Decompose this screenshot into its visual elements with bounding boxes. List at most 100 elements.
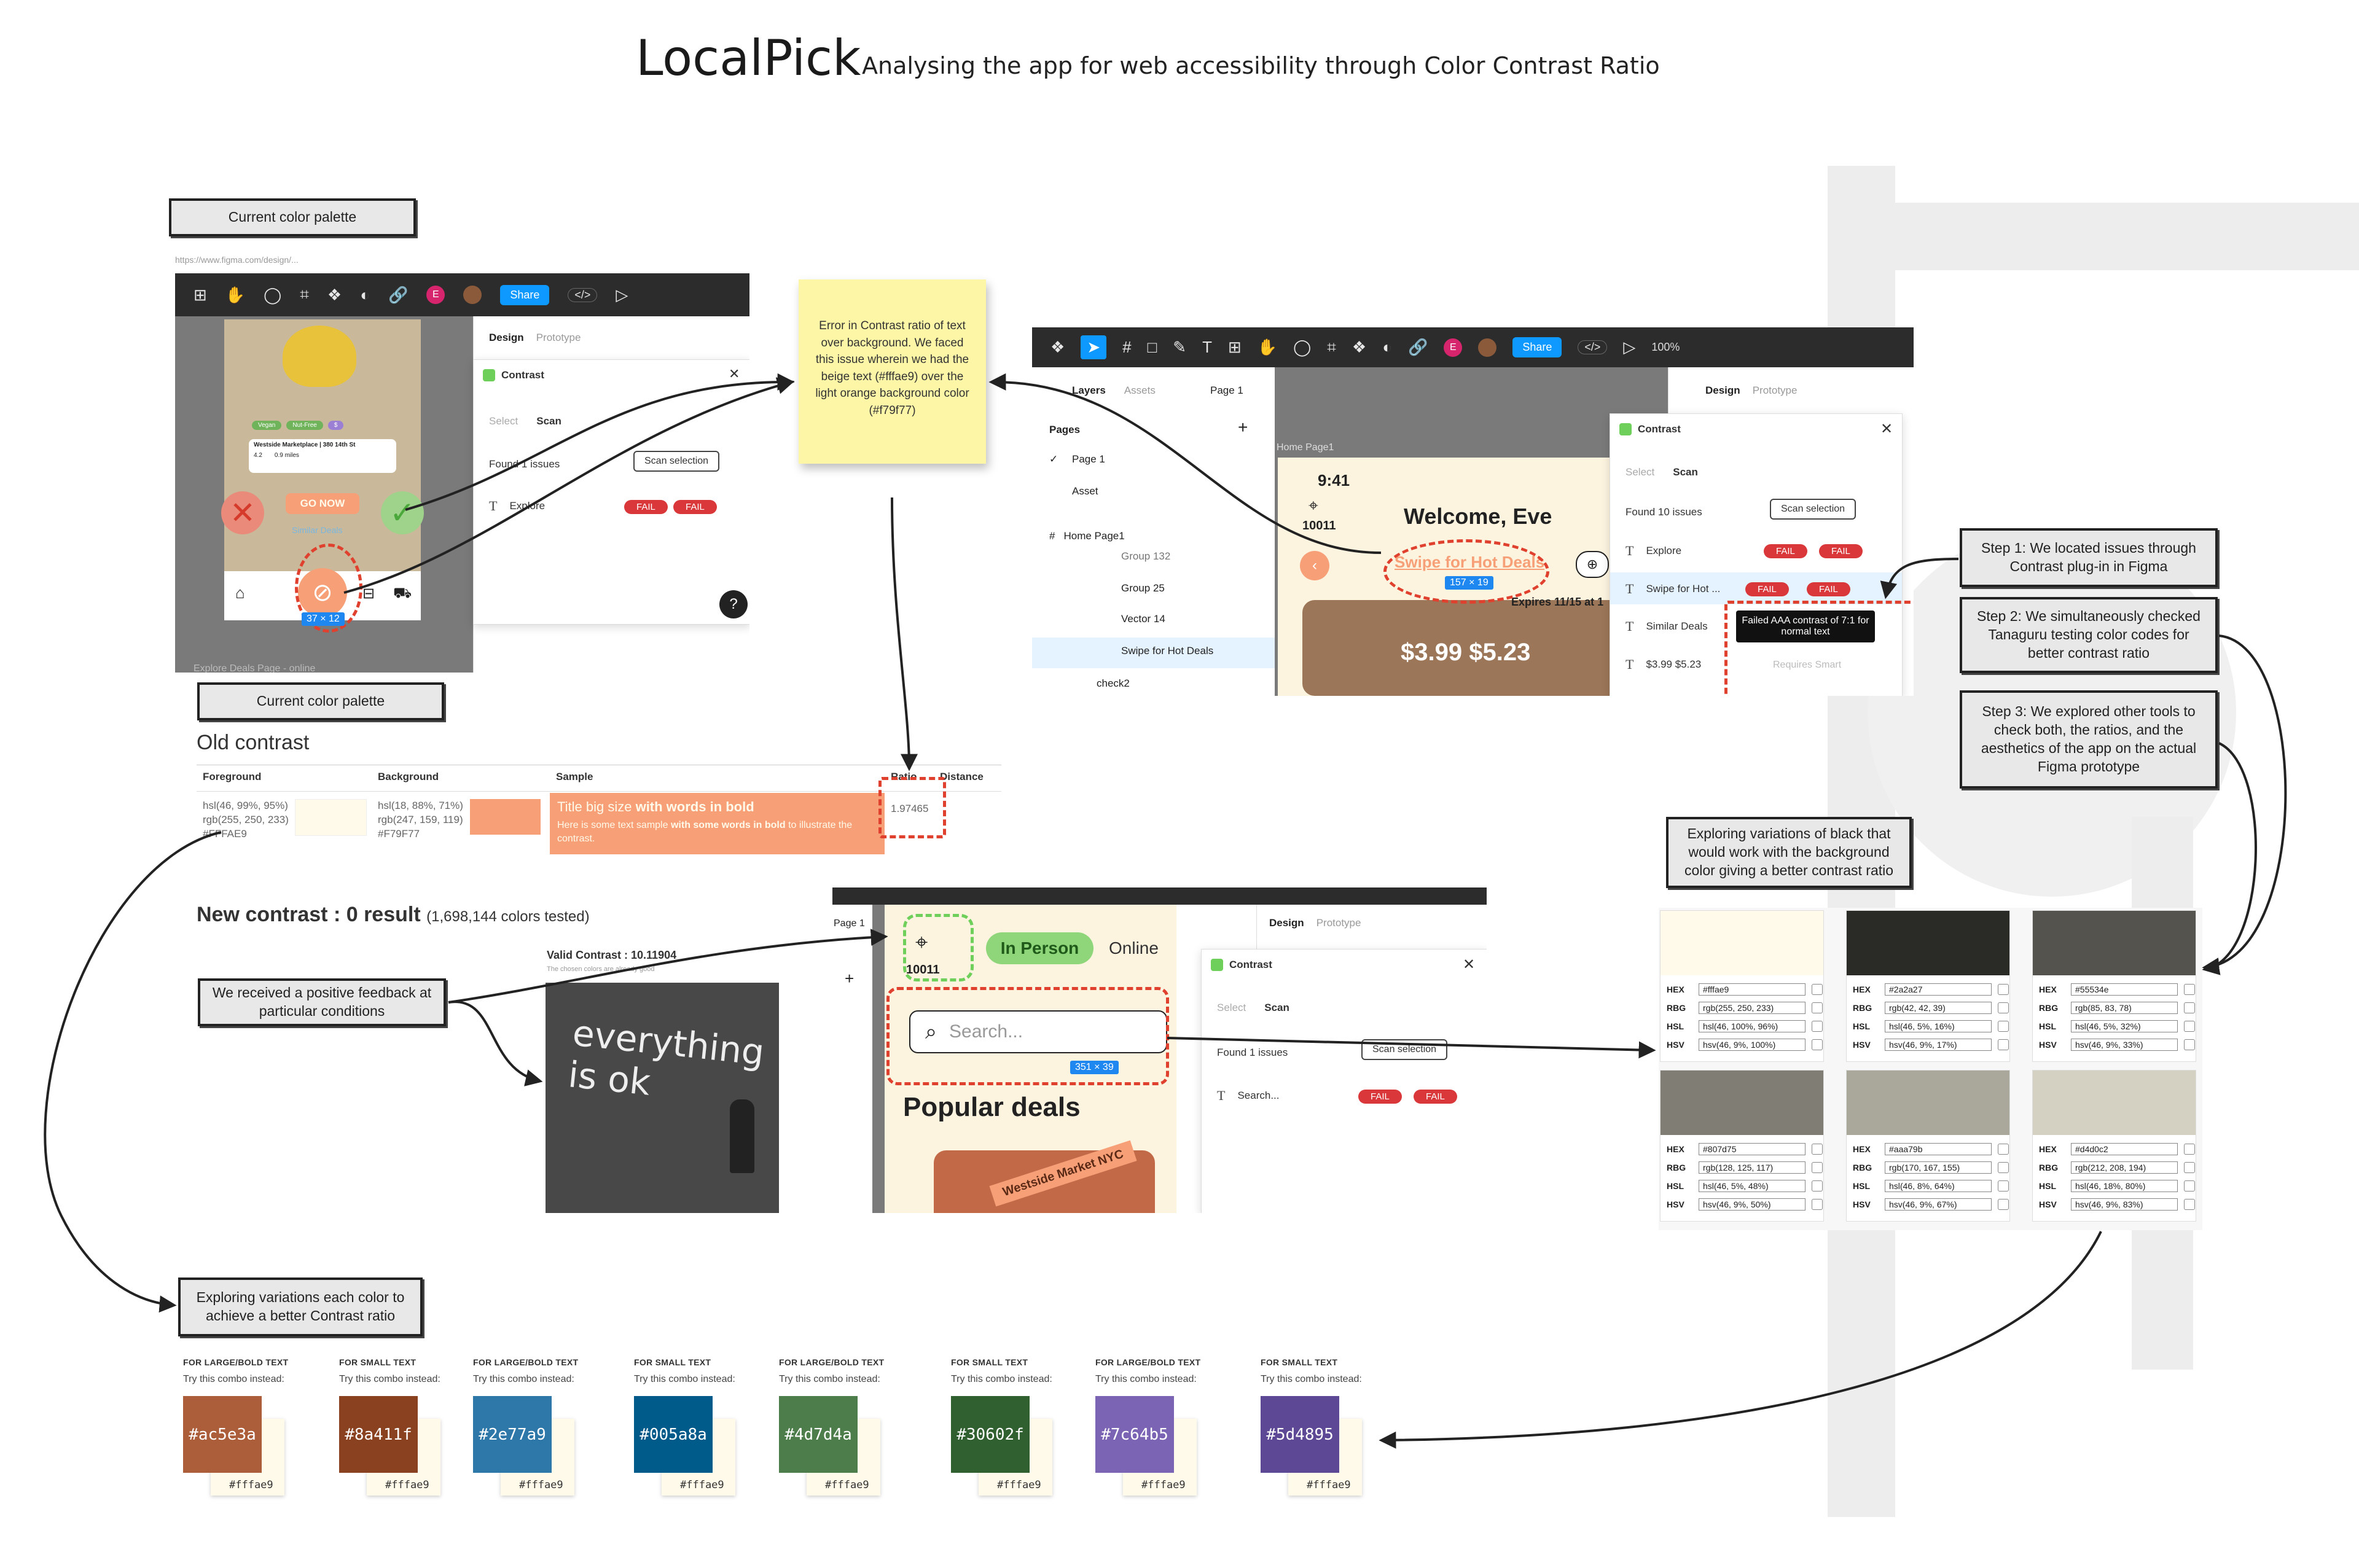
copy-icon[interactable] bbox=[1812, 984, 1823, 995]
swatch-value-field[interactable]: rgb(255, 250, 233) bbox=[1699, 1002, 1805, 1014]
swatch-value-field[interactable]: hsl(46, 8%, 64%) bbox=[1885, 1180, 1992, 1192]
swatch-value-field[interactable]: rgb(128, 125, 117) bbox=[1699, 1161, 1805, 1174]
layer-group-25[interactable]: Group 25 bbox=[1121, 582, 1165, 594]
copy-icon[interactable] bbox=[1998, 1162, 2009, 1173]
swatch-value-field[interactable]: hsl(46, 100%, 96%) bbox=[1699, 1020, 1805, 1032]
link-icon[interactable]: 🔗 bbox=[1407, 338, 1428, 356]
tab-design[interactable]: Design bbox=[489, 332, 524, 343]
code-icon[interactable]: </> bbox=[1578, 340, 1608, 354]
online-toggle[interactable]: Online bbox=[1109, 938, 1159, 958]
scan-selection-button[interactable]: Scan selection bbox=[633, 451, 720, 472]
copy-icon[interactable] bbox=[2184, 1180, 2195, 1192]
tab-assets[interactable]: Assets bbox=[1124, 384, 1156, 396]
copy-icon[interactable] bbox=[1812, 1162, 1823, 1173]
share-button[interactable]: Share bbox=[1512, 337, 1562, 357]
swatch-value-field[interactable]: hsl(46, 5%, 16%) bbox=[1885, 1020, 1992, 1032]
component-icon[interactable]: ❖ bbox=[1352, 338, 1367, 356]
zoom-level[interactable]: 100% bbox=[1651, 341, 1680, 353]
swatch-value-field[interactable]: hsv(46, 9%, 100%) bbox=[1699, 1039, 1805, 1051]
tab-select[interactable]: Select bbox=[1217, 1002, 1246, 1013]
move-icon[interactable]: ⊞ bbox=[194, 285, 207, 304]
reject-icon[interactable]: ✕ bbox=[221, 491, 264, 534]
tab-prototype[interactable]: Prototype bbox=[1316, 917, 1361, 929]
page-select[interactable]: Page 1 bbox=[1210, 384, 1243, 396]
copy-icon[interactable] bbox=[2184, 984, 2195, 995]
hand-icon[interactable]: ✋ bbox=[1257, 338, 1278, 356]
copy-icon[interactable] bbox=[2184, 1144, 2195, 1155]
layer-group-132[interactable]: Group 132 bbox=[1121, 550, 1171, 562]
swatch-value-field[interactable]: rgb(42, 42, 39) bbox=[1885, 1002, 1992, 1014]
accept-icon[interactable]: ✓ bbox=[381, 491, 424, 534]
home-icon[interactable]: ⌂ bbox=[235, 583, 245, 602]
figma-menu-icon[interactable]: ❖ bbox=[1050, 338, 1065, 356]
swatch-value-field[interactable]: #fffae9 bbox=[1699, 983, 1805, 996]
move-tool-icon[interactable]: ➤ bbox=[1081, 335, 1107, 359]
swatch-value-field[interactable]: hsl(46, 5%, 32%) bbox=[2071, 1020, 2178, 1032]
tab-design[interactable]: Design bbox=[1269, 917, 1304, 929]
swatch-value-field[interactable]: hsv(46, 9%, 67%) bbox=[1885, 1198, 1992, 1211]
globe-icon[interactable]: ⊕ bbox=[1576, 551, 1609, 578]
close-icon[interactable]: ✕ bbox=[1463, 956, 1476, 973]
contrast-icon[interactable]: ◐ bbox=[360, 285, 370, 304]
page-select[interactable]: Page 1 bbox=[834, 918, 865, 929]
map-icon[interactable]: ⊟ bbox=[362, 585, 375, 602]
in-person-toggle[interactable]: In Person bbox=[986, 932, 1093, 964]
swatch-value-field[interactable]: #d4d0c2 bbox=[2071, 1143, 2178, 1155]
copy-icon[interactable] bbox=[1998, 1180, 2009, 1192]
close-icon[interactable]: ✕ bbox=[729, 366, 740, 381]
scan-selection-button[interactable]: Scan selection bbox=[1770, 499, 1856, 520]
home-page-layer[interactable]: Home Page1 bbox=[1063, 530, 1125, 542]
copy-icon[interactable] bbox=[2184, 1199, 2195, 1210]
copy-icon[interactable] bbox=[1812, 1039, 1823, 1050]
avatar[interactable]: E bbox=[1444, 338, 1463, 357]
row-explore[interactable]: Explore bbox=[1646, 545, 1682, 556]
swatch-value-field[interactable]: #2a2a27 bbox=[1885, 983, 1992, 996]
frame-tool-icon[interactable]: # bbox=[1122, 338, 1132, 356]
hand-icon[interactable]: ✋ bbox=[225, 285, 246, 304]
tab-prototype[interactable]: Prototype bbox=[536, 332, 581, 343]
resources-icon[interactable]: ⊞ bbox=[1227, 338, 1242, 356]
row-search[interactable]: Search... bbox=[1237, 1090, 1280, 1101]
swatch-value-field[interactable]: rgb(212, 208, 194) bbox=[2071, 1161, 2178, 1174]
copy-icon[interactable] bbox=[1812, 1180, 1823, 1192]
similar-deals-link[interactable]: Similar Deals bbox=[292, 525, 343, 535]
tab-scan[interactable]: Scan bbox=[1673, 466, 1698, 478]
scan-selection-button[interactable]: Scan selection bbox=[1361, 1039, 1448, 1060]
copy-icon[interactable] bbox=[1998, 1021, 2009, 1032]
swatch-value-field[interactable]: hsv(46, 9%, 17%) bbox=[1885, 1039, 1992, 1051]
tab-layers[interactable]: Layers bbox=[1072, 384, 1106, 396]
add-icon[interactable]: + bbox=[845, 969, 855, 988]
code-icon[interactable]: </> bbox=[568, 287, 598, 302]
layer-swipe-selected[interactable] bbox=[1032, 638, 1275, 668]
copy-icon[interactable] bbox=[2184, 1039, 2195, 1050]
copy-icon[interactable] bbox=[1998, 1144, 2009, 1155]
avatar-photo[interactable] bbox=[1478, 338, 1497, 357]
play-icon[interactable]: ▷ bbox=[616, 285, 628, 304]
row-price[interactable]: $3.99 $5.23 bbox=[1646, 658, 1702, 670]
tab-scan[interactable]: Scan bbox=[536, 415, 561, 427]
layer-check2[interactable]: check2 bbox=[1097, 677, 1130, 689]
component-icon[interactable]: ❖ bbox=[327, 285, 342, 304]
copy-icon[interactable] bbox=[2184, 1021, 2195, 1032]
help-icon[interactable]: ? bbox=[719, 590, 748, 618]
tab-select[interactable]: Select bbox=[489, 415, 518, 427]
row-swipe[interactable]: Swipe for Hot ... bbox=[1646, 583, 1721, 595]
tab-prototype[interactable]: Prototype bbox=[1752, 384, 1798, 396]
copy-icon[interactable] bbox=[1998, 1199, 2009, 1210]
link-icon[interactable]: 🔗 bbox=[388, 285, 409, 304]
swatch-value-field[interactable]: rgb(170, 167, 155) bbox=[1885, 1161, 1992, 1174]
comment-icon[interactable]: ◯ bbox=[1293, 338, 1312, 356]
page-item-1[interactable]: Page 1 bbox=[1072, 453, 1105, 465]
cart-icon[interactable]: ⛟ bbox=[393, 585, 412, 601]
tab-design[interactable]: Design bbox=[1705, 384, 1740, 396]
tab-scan[interactable]: Scan bbox=[1264, 1002, 1289, 1013]
share-button[interactable]: Share bbox=[500, 284, 550, 305]
copy-icon[interactable] bbox=[2184, 1002, 2195, 1013]
swatch-value-field[interactable]: #55534e bbox=[2071, 983, 2178, 996]
add-page-icon[interactable]: + bbox=[1238, 418, 1248, 437]
copy-icon[interactable] bbox=[2184, 1162, 2195, 1173]
page-item-asset[interactable]: Asset bbox=[1072, 485, 1098, 497]
avatar-photo[interactable] bbox=[463, 286, 482, 304]
copy-icon[interactable] bbox=[1998, 1002, 2009, 1013]
shape-tool-icon[interactable]: □ bbox=[1147, 338, 1157, 356]
